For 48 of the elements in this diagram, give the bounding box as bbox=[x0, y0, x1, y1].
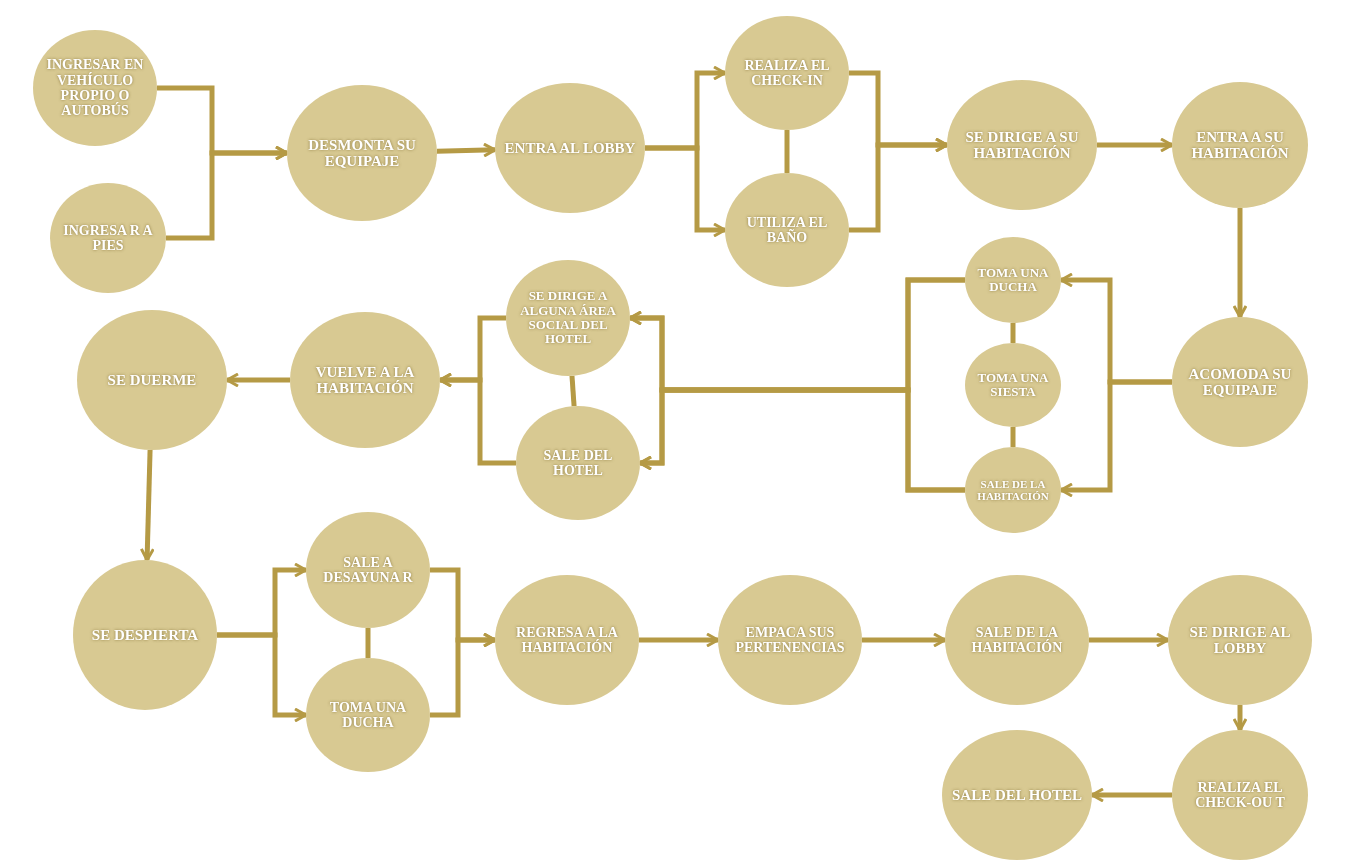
node-label: SALE DE LA HABITACIÓN bbox=[976, 477, 1050, 503]
node-label: INGRESA R A PIES bbox=[62, 222, 154, 254]
node-label: SALE A DESAYUNA R bbox=[322, 554, 414, 586]
connector-line bbox=[1010, 323, 1016, 343]
connector-line bbox=[1010, 427, 1016, 447]
arrow bbox=[1232, 208, 1248, 319]
node-label: REALIZA EL CHECK-OU T bbox=[1194, 779, 1286, 811]
node-label: SALE DE LA HABITACIÓN bbox=[970, 624, 1064, 656]
arrow bbox=[862, 632, 947, 648]
arrow bbox=[1097, 137, 1174, 153]
node-label: SALE DEL HOTEL bbox=[951, 786, 1083, 804]
arrow bbox=[139, 449, 155, 562]
node-label: SALE DEL HOTEL bbox=[542, 447, 614, 479]
node-label: UTILIZA EL BAÑO bbox=[745, 214, 829, 246]
node-label: REALIZA EL CHECK-IN bbox=[743, 57, 831, 89]
node-label: SE DESPIERTA bbox=[91, 626, 199, 644]
arrow bbox=[639, 632, 720, 648]
node-label: TOMA UNA DUCHA bbox=[976, 265, 1050, 295]
arrow bbox=[438, 372, 516, 466]
node-label: TOMA UNA DUCHA bbox=[328, 699, 408, 731]
arrow bbox=[645, 145, 727, 238]
node-label: VUELVE A LA HABITACIÓN bbox=[314, 363, 416, 397]
arrow bbox=[849, 137, 949, 233]
arrow bbox=[430, 632, 497, 718]
node-label: TOMA UNA SIESTA bbox=[976, 370, 1050, 400]
arrow bbox=[217, 632, 308, 723]
arrow bbox=[436, 142, 497, 158]
arrow bbox=[1232, 705, 1248, 732]
node-label: INGRESAR EN VEHÍCULO PROPIO O AUTOBÚS bbox=[45, 57, 145, 119]
node-label: ACOMODA SU EQUIPAJE bbox=[1187, 365, 1293, 399]
node-label: ENTRA AL LOBBY bbox=[504, 139, 636, 157]
node-label: SE DUERME bbox=[107, 371, 197, 389]
node-label: SE DIRIGE A SU HABITACIÓN bbox=[964, 128, 1080, 162]
arrow bbox=[1090, 787, 1172, 803]
arrow bbox=[1059, 379, 1172, 498]
node-label: SE DIRIGE A ALGUNA ÁREA SOCIAL DEL HOTEL bbox=[519, 289, 617, 347]
arrow bbox=[638, 387, 965, 493]
node-label: ENTRA A SU HABITACIÓN bbox=[1190, 128, 1290, 162]
node-label: SE DIRIGE AL LOBBY bbox=[1188, 623, 1292, 657]
connector-line bbox=[784, 130, 790, 173]
connector-line bbox=[365, 628, 371, 658]
node-label: EMPACA SUS PERTENENCIAS bbox=[734, 624, 846, 656]
arrow bbox=[1089, 632, 1170, 648]
node-label: DESMONTA SU EQUIPAJE bbox=[307, 136, 417, 170]
arrow bbox=[225, 372, 290, 388]
node-label: REGRESA A LA HABITACIÓN bbox=[515, 624, 619, 656]
arrow bbox=[166, 145, 289, 241]
connector-line bbox=[569, 375, 577, 407]
